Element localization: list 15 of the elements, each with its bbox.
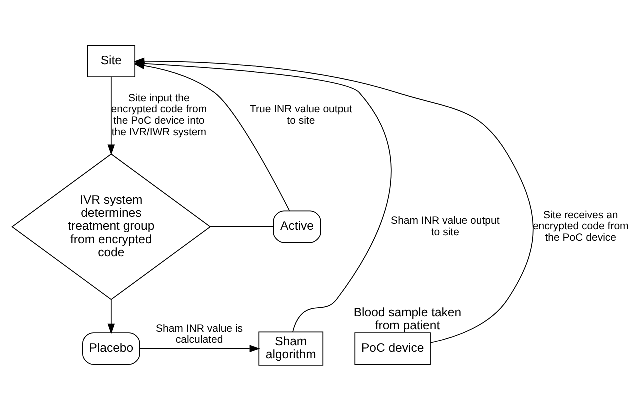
node-box: PoC device: [354, 332, 431, 365]
arrow: [140, 344, 260, 352]
edge-label: Sham INR value is calculated: [156, 322, 244, 346]
connector: [210, 226, 274, 227]
arrow: [108, 76, 116, 155]
arrow: [108, 298, 116, 334]
edge-label: Site receives an encrypted code from the PoC device: [532, 208, 629, 244]
node-label: Blood sample taken from patient: [354, 305, 462, 332]
node-box: Placebo: [82, 332, 140, 365]
edge-label: True INR value output to site: [250, 103, 352, 127]
node-box: Sham algorithm: [258, 331, 324, 366]
node-box: Site: [87, 44, 136, 77]
node-box: Active: [273, 210, 322, 243]
edge-label: Sham INR value output to site: [391, 214, 500, 238]
node-diamond: IVR system determines treatment group from encrypted code: [12, 153, 212, 300]
